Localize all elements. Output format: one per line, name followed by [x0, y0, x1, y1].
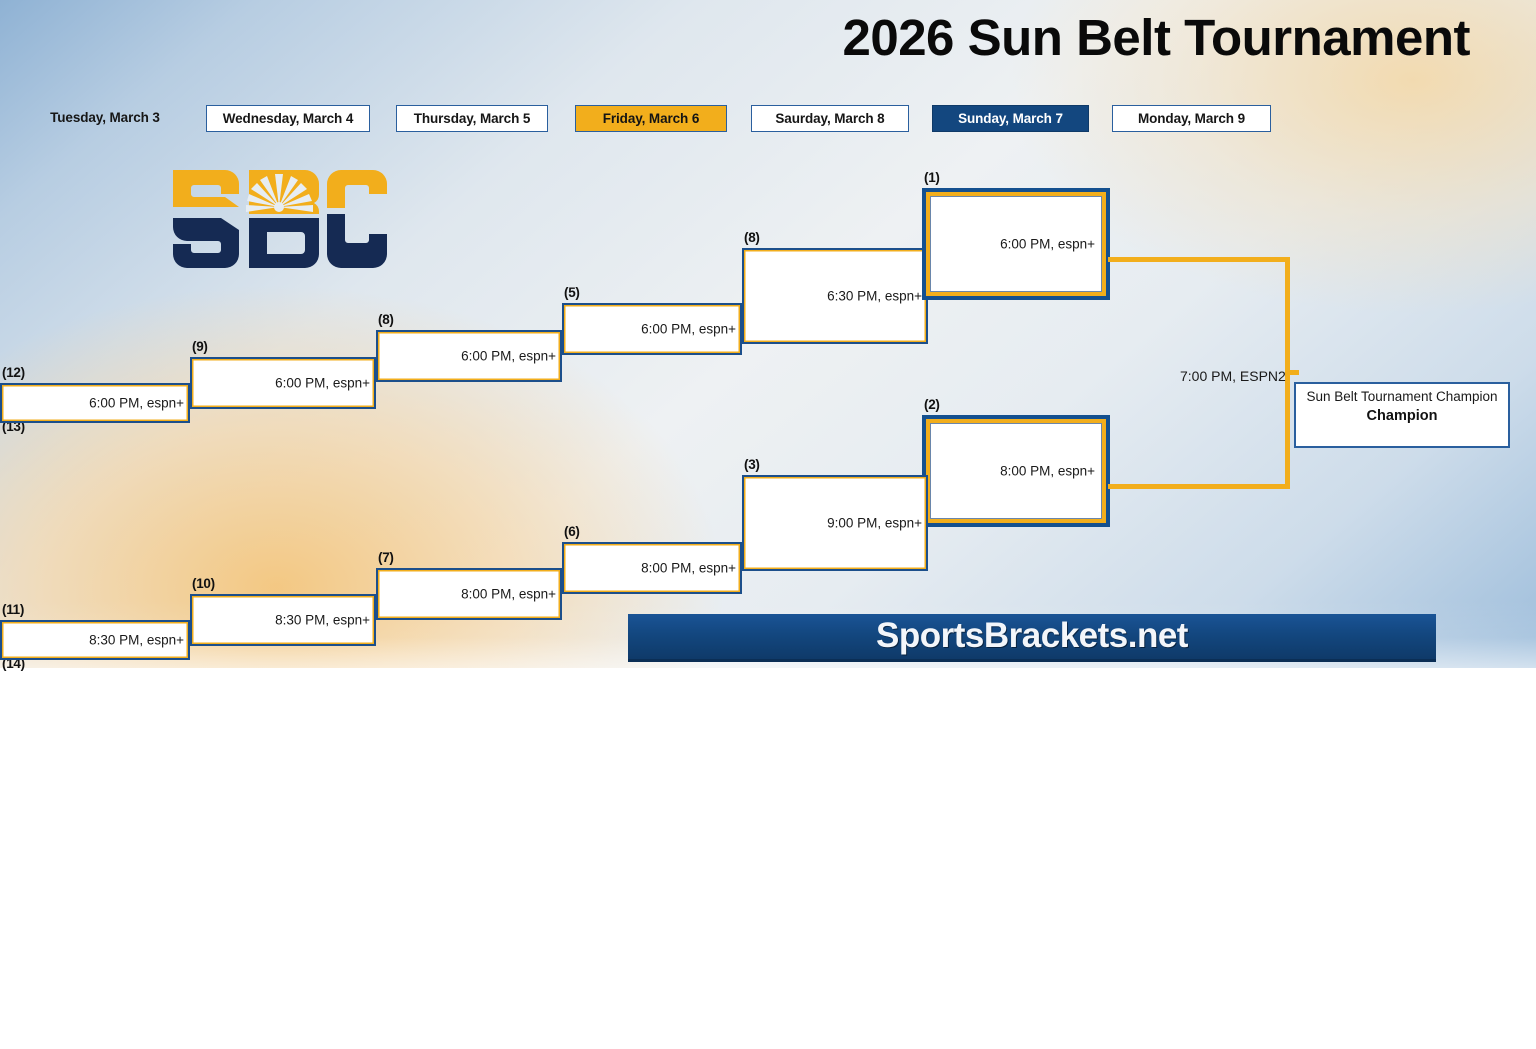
game-box-g6[interactable]: 8:00 PM, espn+ [562, 542, 742, 594]
date-tab-row: Tuesday, March 3 Wednesday, March 4 Thursd… [0, 105, 1536, 135]
game-box-g5[interactable]: 6:00 PM, espn+ [562, 303, 742, 355]
seed-label-top-g2: (2) [924, 397, 940, 412]
champion-box[interactable]: Sun Belt Tournament Champion Champion [1294, 382, 1510, 448]
game-time-g12-13: 6:00 PM, espn+ [89, 395, 184, 411]
game-time-g10: 8:30 PM, espn+ [275, 612, 370, 628]
champion-box-value: Champion [1366, 408, 1438, 424]
game-box-g4[interactable]: 6:30 PM, espn+ [742, 248, 928, 344]
game-box-g9[interactable]: 6:00 PM, espn+ [190, 357, 376, 409]
gold-connector-champ-stub [1285, 370, 1299, 375]
game-box-g7[interactable]: 8:00 PM, espn+ [376, 568, 562, 620]
game-time-g4: 6:30 PM, espn+ [827, 288, 922, 304]
seed-label-top-g11-14: (11) [2, 602, 25, 617]
seed-label-top-g1: (1) [924, 170, 940, 185]
seed-label-top-g10: (10) [192, 576, 215, 591]
date-tab-3[interactable]: Thursday, March 5 [396, 105, 548, 132]
sportsbrackets-banner[interactable]: SportsBrackets.net [628, 614, 1436, 662]
game-time-g6: 8:00 PM, espn+ [641, 560, 736, 576]
championship-time-label: 7:00 PM, ESPN2 [1180, 368, 1286, 384]
game-box-inner-g1: 6:00 PM, espn+ [930, 196, 1102, 292]
date-tab-5[interactable]: Saurday, March 8 [751, 105, 909, 132]
seed-label-top-g9: (9) [192, 339, 208, 354]
seed-label-top-g12-13: (12) [2, 365, 25, 380]
seed-label-top-g7: (7) [378, 550, 394, 565]
page-title: 2026 Sun Belt Tournament [842, 9, 1470, 66]
gold-connector-top-horizontal [1108, 257, 1290, 262]
game-box-g3[interactable]: 9:00 PM, espn+ [742, 475, 928, 571]
game-time-g7: 8:00 PM, espn+ [461, 586, 556, 602]
date-tab-4[interactable]: Friday, March 6 [575, 105, 727, 132]
sportsbrackets-banner-text: SportsBrackets.net [876, 616, 1188, 655]
game-time-g2: 8:00 PM, espn+ [1000, 463, 1095, 479]
game-box-g10[interactable]: 8:30 PM, espn+ [190, 594, 376, 646]
game-time-g9: 6:00 PM, espn+ [275, 375, 370, 391]
seed-label-top-g6: (6) [564, 524, 580, 539]
gold-connector-bottom-horizontal [1108, 484, 1290, 489]
seed-label-top-g3: (3) [744, 457, 760, 472]
game-box-g11-14[interactable]: 8:30 PM, espn+ [0, 620, 190, 660]
game-box-g12-13[interactable]: 6:00 PM, espn+ [0, 383, 190, 423]
sun-belt-conference-logo [163, 160, 387, 278]
game-time-g8: 6:00 PM, espn+ [461, 348, 556, 364]
game-time-g1: 6:00 PM, espn+ [1000, 236, 1095, 252]
date-tab-2[interactable]: Wednesday, March 4 [206, 105, 370, 132]
game-time-g3: 9:00 PM, espn+ [827, 515, 922, 531]
game-box-g8[interactable]: 6:00 PM, espn+ [376, 330, 562, 382]
seed-label-top-g5: (5) [564, 285, 580, 300]
game-box-g2[interactable]: 8:00 PM, espn+ [922, 415, 1110, 527]
seed-label-top-g4: (8) [744, 230, 760, 245]
champion-box-caption: Sun Belt Tournament Champion [1306, 389, 1498, 404]
date-tab-6[interactable]: Sunday, March 7 [932, 105, 1089, 132]
game-time-g5: 6:00 PM, espn+ [641, 321, 736, 337]
game-box-inner-g2: 8:00 PM, espn+ [930, 423, 1102, 519]
date-tab-1[interactable]: Tuesday, March 3 [50, 110, 160, 125]
date-tab-7[interactable]: Monday, March 9 [1112, 105, 1271, 132]
game-time-g11-14: 8:30 PM, espn+ [89, 632, 184, 648]
game-box-g1[interactable]: 6:00 PM, espn+ [922, 188, 1110, 300]
seed-label-top-g8: (8) [378, 312, 394, 327]
